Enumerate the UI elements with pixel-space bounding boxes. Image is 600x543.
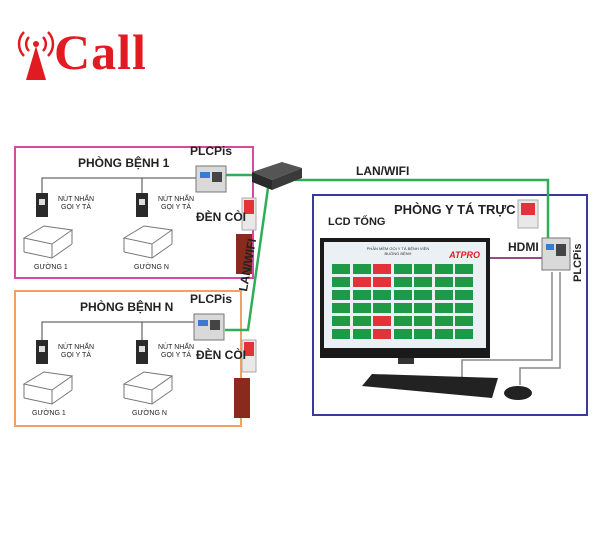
status-cell: [434, 277, 453, 287]
network-switch-icon: [252, 162, 302, 190]
nurse-station-title: PHÒNG Y TÁ TRỰC: [394, 202, 516, 217]
siren-icon: [236, 197, 257, 274]
lan-wifi-label: LAN/WIFI: [356, 164, 410, 178]
status-cell: [393, 303, 412, 313]
status-cell: [414, 277, 432, 287]
status-cell: [332, 290, 350, 300]
status-cell: [455, 277, 473, 287]
status-cell: [352, 316, 371, 326]
room-n-title: PHÒNG BỆNH N: [80, 300, 174, 314]
status-cell: [434, 329, 453, 339]
screen-header: PHẦN MỀM GỌI Y TÁ BỆNH VIỆN BUỒNG BỆNH: [366, 246, 430, 256]
icall-logo: Call: [14, 22, 194, 82]
keyboard-icon: [362, 374, 498, 398]
status-cell: [455, 264, 473, 274]
status-cell: [414, 329, 432, 339]
status-cell: [373, 264, 391, 274]
status-cell: [434, 264, 453, 274]
status-cell: [434, 303, 453, 313]
status-cell: [332, 264, 350, 274]
lcd-label: LCD TỔNG: [328, 216, 386, 228]
status-cell: [393, 290, 412, 300]
siren-icon: [234, 339, 257, 418]
room-1-plc-label: PLCPis: [190, 144, 233, 158]
siren-icon: [517, 199, 539, 229]
call-button-label: NÚT NHẤN GỌI Y TÁ: [58, 196, 95, 211]
bed-icon: [22, 371, 74, 405]
status-cell: [332, 316, 350, 326]
status-cell: [434, 290, 453, 300]
call-button-icon: [36, 193, 48, 217]
bed-label: GƯỜNG N: [134, 264, 169, 271]
status-grid: [332, 264, 478, 344]
status-cell: [414, 303, 432, 313]
status-cell: [373, 277, 391, 287]
call-button-label: NÚT NHẤN GỌI Y TÁ: [158, 196, 195, 211]
call-button-icon: [36, 340, 48, 364]
status-cell: [414, 290, 432, 300]
status-cell: [373, 290, 391, 300]
bed-label: GƯỜNG N: [132, 410, 167, 417]
status-cell: [393, 329, 412, 339]
status-cell: [373, 316, 391, 326]
status-cell: [373, 329, 391, 339]
status-cell: [373, 303, 391, 313]
status-cell: [393, 316, 412, 326]
bed-label: GƯỜNG 1: [34, 264, 68, 271]
status-cell: [455, 290, 473, 300]
room-n-siren-label: ĐÈN CÒI: [196, 348, 247, 362]
bed-icon: [22, 225, 74, 259]
status-cell: [414, 316, 432, 326]
call-button-label: NÚT NHẤN GỌI Y TÁ: [58, 344, 95, 359]
plc-device-icon: [541, 237, 571, 271]
call-button-icon: [136, 193, 148, 217]
mouse-icon: [504, 386, 532, 400]
bed-icon: [122, 371, 174, 405]
status-cell: [455, 329, 473, 339]
status-cell: [352, 264, 371, 274]
status-cell: [393, 264, 412, 274]
status-cell: [332, 303, 350, 313]
logo-text: Call: [54, 24, 147, 80]
lcd-monitor: PHẦN MỀM GỌI Y TÁ BỆNH VIỆN BUỒNG BỆNH A…: [320, 238, 490, 358]
status-cell: [352, 277, 371, 287]
plc-device-icon: [195, 165, 227, 193]
status-cell: [332, 329, 350, 339]
status-cell: [414, 264, 432, 274]
plc-device-icon: [193, 313, 225, 341]
status-cell: [352, 290, 371, 300]
hdmi-label: HDMI: [508, 240, 539, 254]
lcd-screen: PHẦN MỀM GỌI Y TÁ BỆNH VIỆN BUỒNG BỆNH A…: [324, 242, 486, 348]
status-cell: [352, 303, 371, 313]
status-cell: [393, 277, 412, 287]
call-button-label: NÚT NHẤN GỌI Y TÁ: [158, 344, 195, 359]
status-cell: [455, 303, 473, 313]
nurse-plc-label: PLCPis: [572, 243, 584, 282]
room-1-title: PHÒNG BỆNH 1: [78, 156, 170, 170]
status-cell: [332, 277, 350, 287]
signal-wave-icon: [17, 31, 55, 80]
nurse-station-box: [312, 194, 588, 416]
screen-brand: ATPRO: [449, 250, 480, 260]
room-1-siren-label: ĐÈN CÒI: [196, 210, 247, 224]
call-button-icon: [136, 340, 148, 364]
status-cell: [455, 316, 473, 326]
bed-icon: [122, 225, 174, 259]
status-cell: [434, 316, 453, 326]
room-n-plc-label: PLCPis: [190, 292, 233, 306]
status-cell: [352, 329, 371, 339]
bed-label: GƯỜNG 1: [32, 410, 66, 417]
room-n-box: [14, 290, 242, 427]
